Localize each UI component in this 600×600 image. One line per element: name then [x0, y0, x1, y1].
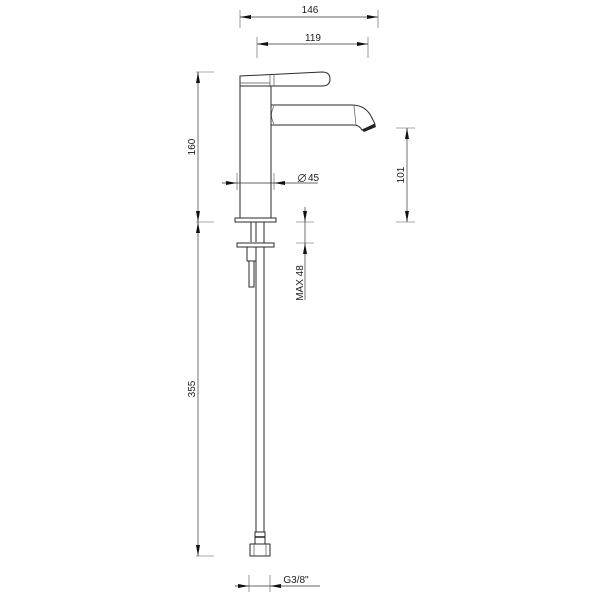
dim-label-355: 355 [187, 380, 198, 397]
dim-label-119: 119 [305, 33, 321, 44]
dim-spout-outlet-height: 101 [396, 127, 415, 223]
fixing-rod [248, 260, 255, 288]
dim-label-45: 45 [308, 173, 320, 184]
base-flange [234, 217, 277, 223]
dim-overall-width: 146 [239, 5, 379, 28]
dim-label-g38: G3/8" [283, 575, 309, 586]
aerator [362, 124, 376, 132]
diameter-symbol-icon [298, 174, 306, 182]
hex-nut-connector [249, 543, 271, 557]
hose-ferrule [254, 531, 266, 545]
lever-handle [239, 71, 331, 87]
spout-tip-line [353, 105, 357, 126]
fixing-washer [236, 242, 275, 248]
flexible-hose [255, 246, 265, 538]
faucet-body [239, 85, 272, 219]
dim-label-101: 101 [396, 166, 407, 183]
dim-label-max-48: MAX 48 [295, 265, 306, 301]
dim-max-deck-thickness: MAX 48 [295, 207, 314, 301]
dim-body-height: 160 [187, 71, 214, 223]
spout-collar [271, 105, 275, 125]
dim-label-160: 160 [187, 138, 198, 155]
spout [270, 104, 376, 131]
dim-label-146: 146 [302, 5, 319, 16]
faucet-drawing [234, 71, 376, 557]
dim-body-diameter: 45 [222, 173, 320, 190]
dim-hose-length: 355 [187, 222, 214, 557]
fixing-nut [246, 246, 257, 262]
dim-connection-thread: G3/8" [235, 575, 320, 592]
dim-spout-reach: 119 [256, 33, 369, 58]
